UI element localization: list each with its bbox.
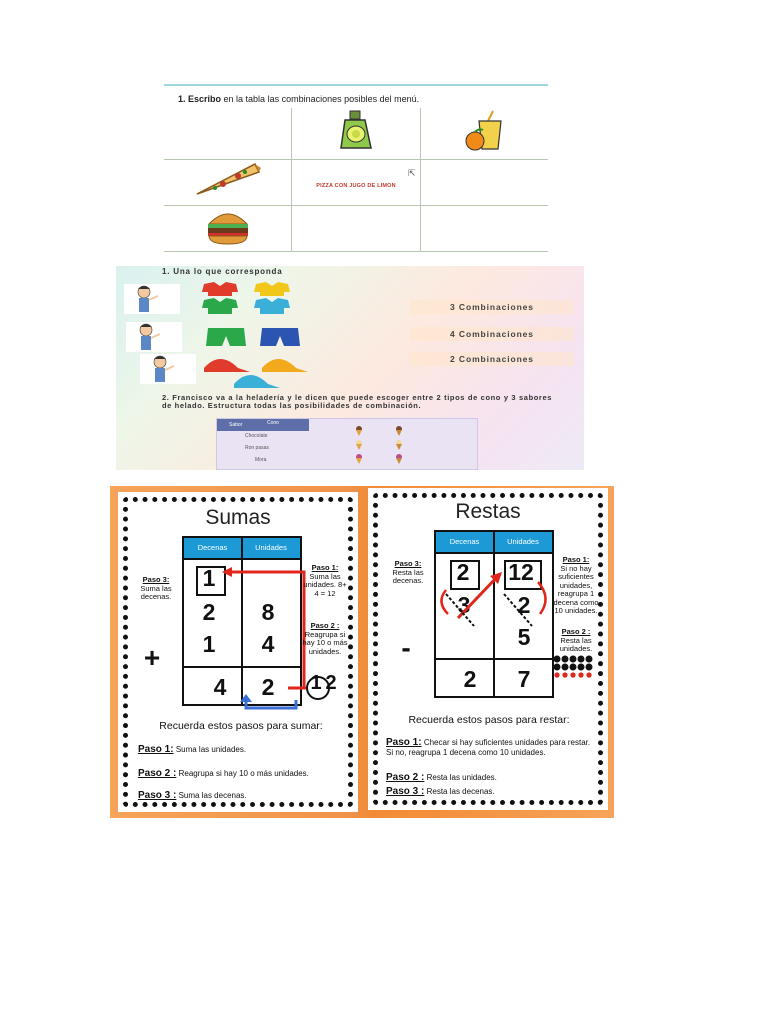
restas-card: Restas Decenas Unidades 2 12 3 2 5 - 2 7 (368, 488, 608, 810)
side-units-digit: 2 (325, 672, 337, 694)
combination-cell: PIZZA CON JUGO DE LIMON (291, 159, 421, 206)
dotted-border (123, 497, 353, 807)
restas-step-1: Paso 1: Checar si hay suficientes unidad… (386, 737, 591, 758)
question-2: 2. Francisco va a la heladería y le dice… (162, 393, 552, 410)
table-header: Sabor Cono (217, 419, 309, 431)
regroup-tens-digit: 2 (456, 559, 470, 585)
empty-cell (291, 205, 421, 252)
recuerda-restar: Recuerda estos pasos para restar: (408, 714, 570, 726)
unit-counters (553, 655, 593, 678)
paso3-note: Paso 3:Resta las decenas. (392, 559, 424, 585)
question-1: 1. Una lo que corresponda (162, 267, 283, 276)
header-decenas: Decenas (184, 538, 242, 558)
header-divider (436, 552, 552, 554)
result-line (436, 658, 552, 660)
matching-exercise: 1. Una lo que corresponda 3 Combinacione… (116, 266, 584, 470)
ice-cream-table: Sabor Cono Chocolate Ron pasas Mora (216, 418, 478, 470)
addend2-units: 4 (261, 631, 275, 657)
combination-text: PIZZA CON JUGO DE LIMON (316, 182, 396, 189)
restas-step-2: Paso 2 : Resta las unidades. (386, 772, 497, 783)
circled-carry (306, 676, 330, 700)
restas-grid: Decenas Unidades (434, 530, 554, 698)
sumas-step-2: Paso 2 : Reagrupa si hay 10 o más unidad… (138, 768, 309, 779)
boy-image (140, 354, 196, 384)
header-unidades: Unidades (494, 532, 552, 552)
lemon-juice-bottle-image (291, 108, 421, 160)
paso2-note: Paso 2 :Resta las unidades. (559, 627, 593, 653)
pizza-image (164, 159, 292, 206)
sumas-step-1: Paso 1: Suma las unidades. (138, 744, 247, 755)
carry-box (196, 566, 226, 596)
paso3-note: Paso 3:Suma las decenas. (140, 575, 172, 601)
sumas-step-3: Paso 3 : Suma las decenas. (138, 790, 247, 801)
paso1-note: Paso 1:Suma las unidades. 8+ 4 = 12 (303, 563, 347, 598)
header-sabor: Sabor (229, 422, 243, 428)
regroup-tens-box (450, 560, 480, 590)
dotted-border (373, 493, 603, 805)
header-cono: Cono (267, 420, 279, 426)
flavor-ron-pasas: Ron pasas (245, 445, 269, 451)
boy-image (126, 322, 182, 352)
ice-cream-cones-image (356, 426, 402, 464)
addend1-tens: 2 (202, 599, 216, 625)
combination-label: 3 Combinaciones (410, 300, 574, 314)
sumas-card: Sumas Decenas Unidades 1 2 8 1 4 + 4 2 1… (118, 492, 358, 812)
carry-arrow (222, 567, 306, 710)
column-divider (241, 538, 243, 704)
circled-carry-digit: 1 (310, 672, 322, 694)
flavor-mora: Mora (255, 457, 267, 463)
caps-image (204, 359, 308, 388)
sum-units: 2 (261, 674, 275, 700)
flavor-chocolate: Chocolate (245, 433, 268, 439)
combination-label: 4 Combinaciones (410, 327, 574, 341)
sum-tens: 4 (213, 674, 227, 700)
header-decenas: Decenas (436, 532, 494, 552)
result-line (184, 666, 300, 668)
addend1-units: 8 (261, 599, 275, 625)
regroup-units-digit: 12 (508, 559, 534, 585)
burger-image (164, 205, 292, 252)
difference-tens: 2 (463, 666, 477, 692)
difference-units: 7 (517, 666, 531, 692)
empty-cell (419, 205, 548, 252)
sumas-title: Sumas (205, 506, 271, 529)
regroup-marks (440, 572, 547, 627)
subtrahend-units: 5 (517, 624, 531, 650)
restas-step-3: Paso 3 : Resta las decenas. (386, 786, 495, 797)
combination-label: 2 Combinaciones (410, 352, 574, 366)
sumas-grid: Decenas Unidades (182, 536, 302, 706)
addend2-tens: 1 (202, 631, 216, 657)
shirts-image (202, 282, 290, 314)
exercise-title: 1. Escribo en la tabla las combinaciones… (178, 94, 420, 104)
menu-table: PIZZA CON JUGO DE LIMON (164, 108, 548, 252)
carry-digit: 1 (202, 565, 216, 591)
restas-title: Restas (455, 500, 521, 523)
sumas-restas-poster: Sumas Decenas Unidades 1 2 8 1 4 + 4 2 1… (110, 486, 614, 818)
cursor-icon: ⇱ (408, 168, 416, 178)
regroup-units-box (504, 560, 542, 590)
paso1-note: Paso 1:Si no hay suficientes unidades, r… (553, 555, 599, 615)
header-divider (184, 558, 300, 560)
recuerda-sumar: Recuerda estos pasos para sumar: (159, 720, 323, 732)
menu-combinations-exercise: 1. Escribo en la tabla las combinaciones… (164, 84, 548, 252)
shorts-image (206, 328, 300, 346)
empty-cell (164, 108, 292, 160)
plus-sign: + (143, 642, 161, 673)
boy-image (124, 284, 180, 314)
empty-cell (419, 159, 548, 206)
minuend-units: 2 (517, 592, 531, 618)
paso2-note: Paso 2 :Reagrupa si hay 10 o más unidade… (302, 621, 348, 656)
minus-sign: - (401, 632, 411, 663)
header-unidades: Unidades (242, 538, 300, 558)
orange-juice-image (419, 108, 548, 160)
column-divider (493, 532, 495, 696)
